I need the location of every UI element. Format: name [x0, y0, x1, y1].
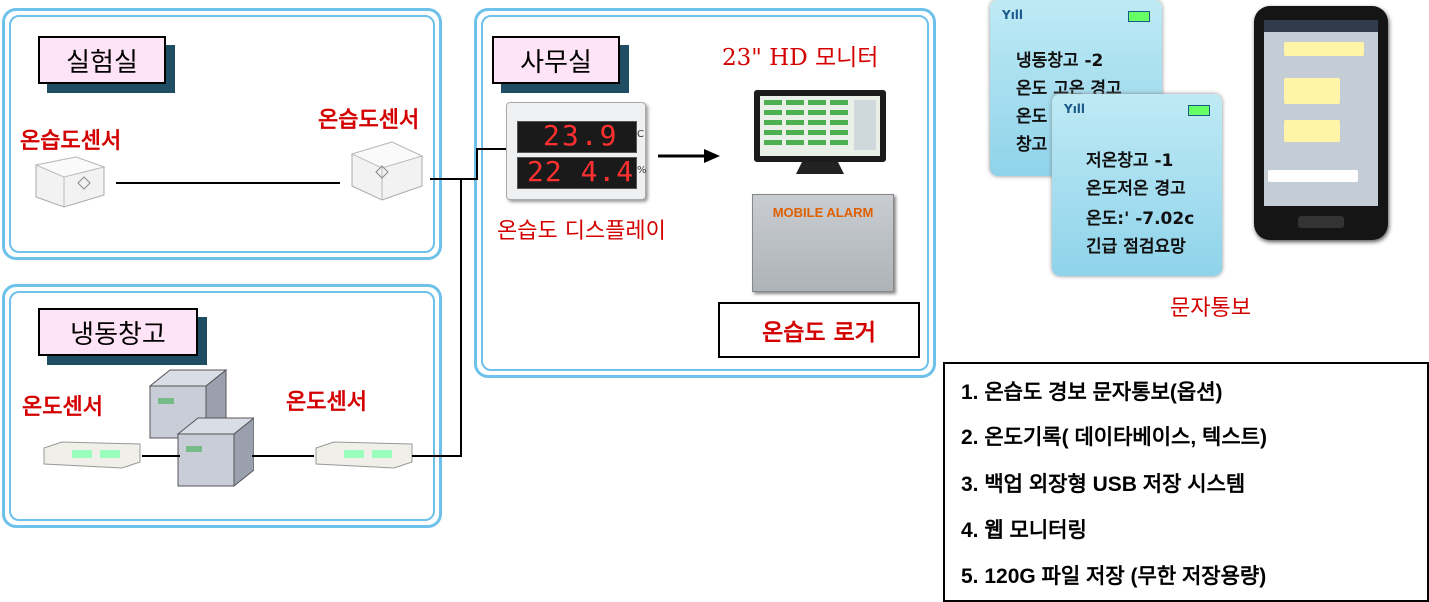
office-zone: [474, 8, 936, 378]
freezer-to-bus: [412, 455, 462, 457]
lab-sensor-right-label: 온습도센서: [318, 108, 420, 133]
lab-sensor-left-label: 온습도센서: [20, 129, 122, 154]
battery-icon: [1188, 105, 1210, 116]
lab-sensor-left-device: [34, 156, 106, 208]
arrow-icon: [658, 149, 720, 163]
freezer-sensor-right-device: [315, 441, 413, 469]
feature-item-5: 5. 120G 파일 저장 (무한 저장용량): [961, 565, 1267, 588]
display-label: 온습도 디스플레이: [497, 219, 666, 244]
display-humidity-reading: 22 4.4: [527, 155, 635, 188]
feature-item-3: 3. 백업 외장형 USB 저장 시스템: [961, 473, 1246, 496]
freezer-link-left: [142, 455, 180, 457]
display-temp-reading: 23.9: [543, 119, 619, 152]
bus-to-office: [460, 178, 478, 180]
feature-item-4: 4. 웹 모니터링: [961, 519, 1087, 542]
freezer-unit-icons: [148, 368, 254, 488]
signal-icon: Yıll: [1064, 102, 1086, 116]
battery-icon: [1128, 11, 1150, 22]
feature-list: 1. 온습도 경보 문자통보(옵션) 2. 온도기록( 데이타베이스, 텍스트)…: [943, 362, 1429, 602]
lab-sensor-link: [116, 182, 340, 184]
feature-item-2: 2. 온도기록( 데이타베이스, 텍스트): [961, 426, 1267, 449]
sms-front-line-2: 온도저온 경고: [1086, 179, 1186, 199]
feature-item-1: 1. 온습도 경보 문자통보(옵션): [961, 381, 1223, 404]
sms-back-line-1: 냉동창고 -2: [1016, 51, 1104, 71]
freezer-zone: [2, 284, 442, 528]
sms-front-line-3: 온도:' -7.02c: [1086, 209, 1195, 229]
smartphone-icon: [1254, 6, 1388, 240]
display-device: 23.9 C 22 4.4 %: [506, 102, 647, 200]
signal-icon: Yıll: [1002, 8, 1024, 22]
lab-sensor-right-device: [350, 141, 424, 201]
sms-back-line-4: 창고: [1016, 135, 1048, 155]
freezer-sensor-left-device: [43, 441, 141, 469]
sms-back-line-3: 온도: [1016, 107, 1048, 127]
vertical-bus: [460, 178, 462, 457]
logger-label-box: 온습도 로거: [718, 302, 920, 358]
lab-zone: [2, 8, 442, 260]
logger-device: MOBILE ALARM: [752, 194, 894, 292]
logger-panel-label: MOBILE ALARM: [772, 205, 874, 220]
display-temp-unit: C: [637, 129, 644, 140]
sms-phone-front: Yıll 저온창고 -1 온도저온 경고 온도:' -7.02c 긴급 점검요망: [1052, 94, 1222, 276]
office-entry-horizontal: [476, 148, 506, 150]
office-entry-vertical: [476, 148, 478, 180]
monitor-label: 23" HD 모니터: [722, 45, 879, 71]
office-label: 사무실: [492, 36, 620, 84]
lab-to-bus: [430, 178, 460, 180]
monitor-icon: [754, 90, 886, 174]
freezer-link-right: [252, 455, 314, 457]
sms-label: 문자통보: [1170, 296, 1251, 321]
freezer-sensor-left-label: 온도센서: [22, 395, 103, 420]
sms-front-line-1: 저온창고 -1: [1086, 151, 1174, 171]
freezer-label: 냉동창고: [38, 308, 198, 356]
sms-front-line-4: 긴급 점검요망: [1086, 237, 1186, 257]
freezer-sensor-right-label: 온도센서: [286, 390, 367, 415]
logger-label: 온습도 로거: [762, 320, 876, 346]
lab-label: 실험실: [38, 36, 166, 84]
display-humidity-unit: %: [637, 165, 647, 176]
